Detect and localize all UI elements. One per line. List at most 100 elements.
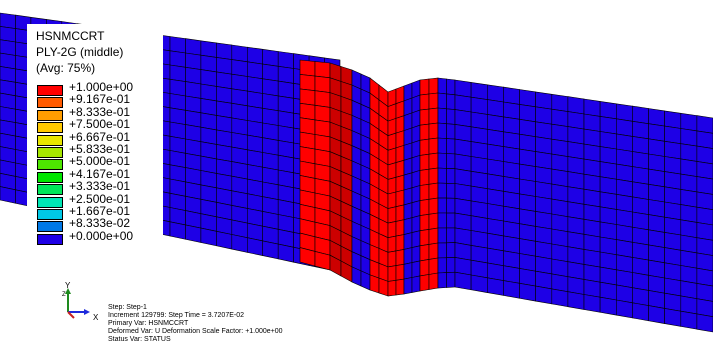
mesh-element [583, 98, 601, 117]
mesh-element [486, 203, 504, 222]
mesh-element [419, 244, 430, 262]
mesh-element [419, 153, 430, 171]
mesh-element [411, 230, 421, 248]
mesh-element [314, 90, 331, 108]
info-status-var: Status Var: STATUS [108, 336, 171, 343]
mesh-element [551, 123, 569, 142]
mesh-element [503, 131, 520, 150]
mesh-element [486, 114, 504, 133]
mesh-element [411, 185, 421, 204]
mesh-element [437, 107, 447, 125]
mesh-element [185, 95, 202, 114]
mesh-element [551, 93, 569, 112]
mesh-element [403, 187, 413, 206]
mesh-element [0, 26, 16, 43]
mesh-element [216, 71, 233, 90]
legend-swatch [37, 97, 63, 109]
mesh-element [615, 193, 633, 213]
mesh-element [216, 86, 233, 104]
mesh-element [299, 74, 316, 92]
mesh-element [437, 212, 447, 229]
mesh-element [470, 96, 488, 115]
mesh-element [519, 148, 536, 167]
mesh-element [664, 277, 682, 297]
legend-swatch [37, 233, 63, 245]
mesh-element [583, 173, 601, 193]
mesh-element [411, 275, 421, 293]
mesh-element [454, 109, 472, 128]
mesh-element [216, 42, 233, 60]
mesh-element [664, 292, 682, 312]
legend-value-label: +8.333e-02 [69, 216, 131, 231]
mesh-element [680, 173, 698, 193]
mesh-element [664, 186, 682, 205]
mesh-element [299, 117, 316, 135]
mesh-element [419, 229, 430, 247]
mesh-element [169, 64, 186, 82]
mesh-element [231, 234, 248, 253]
mesh-element [314, 75, 331, 93]
mesh-element [419, 259, 430, 277]
mesh-element [411, 260, 421, 278]
mesh-element [247, 61, 264, 80]
mesh-element [437, 167, 447, 184]
mesh-element [314, 148, 331, 167]
mesh-element [535, 211, 553, 230]
mesh-element [446, 182, 456, 199]
mesh-element [680, 280, 698, 300]
mesh-element [632, 105, 649, 125]
mesh-element [446, 242, 456, 259]
mesh-element [583, 233, 601, 253]
mesh-element [200, 227, 217, 247]
mesh-element [299, 102, 316, 121]
mesh-element [200, 69, 217, 87]
mesh-element [503, 146, 520, 165]
legend-averaging: (Avg: 75%) [36, 61, 96, 75]
mesh-element [446, 197, 456, 214]
mesh-element [503, 86, 520, 105]
mesh-element [615, 163, 633, 183]
mesh-element [411, 139, 421, 159]
mesh-element [664, 232, 682, 251]
mesh-element [403, 232, 413, 250]
mesh-element [454, 79, 472, 98]
mesh-element [503, 176, 520, 195]
mesh-element [567, 171, 585, 190]
mesh-element [454, 197, 472, 217]
mesh-element [599, 101, 617, 120]
mesh-element [567, 156, 585, 175]
mesh-element [599, 176, 617, 195]
mesh-element [535, 166, 553, 185]
mesh-element [395, 159, 405, 178]
legend-value-label: +8.333e-01 [69, 104, 131, 119]
mesh-element [200, 40, 217, 58]
mesh-element [599, 206, 617, 225]
mesh-element [216, 100, 233, 119]
mesh-element [387, 117, 397, 137]
mesh-element [503, 161, 520, 180]
mesh-element [454, 138, 472, 157]
mesh-element [519, 133, 536, 152]
mesh-element [437, 122, 447, 139]
mesh-element [519, 282, 536, 302]
mesh-element [403, 247, 413, 265]
mesh-element [446, 227, 456, 244]
mesh-element [395, 278, 405, 296]
mesh-element [216, 230, 233, 250]
mesh-element [519, 89, 536, 108]
mesh-element [299, 131, 316, 150]
mesh-element [437, 77, 447, 95]
mesh-element [454, 212, 472, 231]
mesh-element [519, 223, 536, 242]
mesh-element [247, 76, 264, 94]
mesh-element [680, 158, 698, 177]
mesh-element [615, 299, 633, 319]
mesh-element [411, 124, 421, 144]
mesh-element [299, 59, 316, 77]
mesh-element [411, 200, 421, 219]
mesh-element [583, 158, 601, 178]
mesh-element [615, 103, 633, 122]
legend-value-label: +7.500e-01 [69, 117, 131, 132]
mesh-element [247, 134, 264, 153]
legend-subtitle: PLY-2G (middle) [36, 45, 124, 59]
